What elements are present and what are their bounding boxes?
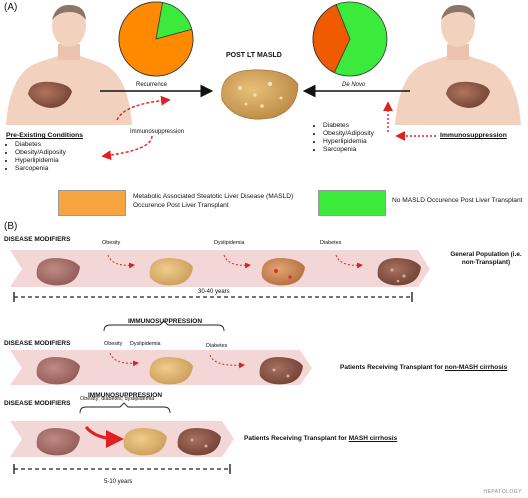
liver-normal-icon [36,357,80,385]
liver-cirrhotic-icon [377,258,421,286]
row3-disease-modifiers-title: DISEASE MODIFIERS [4,400,71,407]
modifier-diabetes: Diabetes [320,240,342,246]
condition-item: Diabetes [15,141,83,149]
immunosuppression-right-label: Immunosuppression [440,132,507,139]
row3-duration-label: 5-10 years [104,479,133,485]
liver-fatty-icon [149,357,193,385]
condition-item: Obesity/Adiposity [15,149,83,157]
legend-swatch-masld [58,190,126,216]
row1-right-label: General Population (i.e. non-Transplant) [444,251,528,267]
row3-right-label-emph: MASH cirrhosis [348,435,398,442]
condition-item: Sarcopenia [15,165,83,173]
liver-right-icon [446,81,490,108]
immuno-arrow-left-down [101,135,153,160]
panel-b-label: (B) [4,221,18,232]
row3-right-label-prefix: Patients Receiving Transplant for [244,435,349,442]
panel-a-label: (A) [4,2,18,13]
modifier-obesity: Obesity [102,240,121,246]
journal-watermark: HEPATOLOGY [483,489,522,495]
row2-right-label: Patients Receiving Transplant for non-MA… [340,364,507,371]
conditions-block-right: Diabetes Obesity/Adiposity Hyperlipidemi… [314,122,374,154]
modifier-obesity: Obesity [104,341,123,347]
liver-center-icon [221,69,299,120]
progression-arrow [109,352,139,367]
progression-arrow-accelerated [84,425,124,448]
condition-item: Hyperlipidemia [15,157,83,165]
liver-normal-icon [36,258,80,286]
panel-b-graphics [10,250,430,474]
pre-existing-conditions-title: Pre-Existing Conditions [6,132,84,139]
legend-swatch-no-masld [318,190,386,216]
person-right-figure [395,4,521,125]
pie-chart-de-novo [312,1,388,77]
liver-normal-icon [36,428,80,456]
modifier-combined: Obesity; diabetes; dyslipidemia [80,396,155,402]
row2-disease-modifiers-title: DISEASE MODIFIERS [4,340,71,347]
row1-right-label-text: General Population (i.e. non-Transplant) [450,251,522,266]
immunosuppression-left-label: Immunosuppression [130,129,185,135]
liver-cirrhotic-icon [259,357,303,385]
row1-duration-label: 30-40 years [198,289,230,295]
modifier-dyslipidemia: Dyslipidemia [130,341,161,347]
liver-fatty-icon [123,428,167,456]
row2-immunosuppression-label: IMMUNOSUPPRESSION [128,318,203,325]
condition-item: Hyperlipidemia [323,138,374,146]
modifier-dyslipidemia: Dyslipidemia [214,240,245,246]
timeline-band-row1 [10,250,430,287]
immunosuppression-bracket-row3 [79,402,171,414]
row1-disease-modifiers-title: DISEASE MODIFIERS [4,236,71,243]
duration-marker-row3 [13,464,231,474]
row3-immunosuppression-label: IMMUNOSUPPRESSION [88,392,163,399]
condition-item: Obesity/Adiposity [323,130,374,138]
row2-right-label-prefix: Patients Receiving Transplant for [340,364,445,371]
duration-marker-row1 [13,292,413,302]
progression-arrow [107,254,135,269]
legend-text-masld: Metabolic Associated Steatotic Liver Dis… [133,193,294,209]
progression-arrow [209,354,245,369]
liver-inflamed-icon [261,258,305,286]
de-novo-label: De Novo [342,82,366,88]
legend-text-no-masld: No MASLD Occurence Post Liver Transplant [392,197,523,204]
recurrence-label: Recurrence [136,82,168,88]
immuno-arrow-left-up [116,95,171,121]
pie-chart-recurrence [118,1,194,77]
condition-item: Sarcopenia [323,146,374,154]
row2-right-label-emph: non-MASH cirrhosis [444,364,508,371]
liver-fatty-icon [149,258,193,286]
liver-cirrhotic-icon [177,428,221,456]
immunosuppression-bracket-row2 [103,320,225,332]
center-title: POST LT MASLD [226,52,282,59]
progression-arrow [223,254,251,269]
condition-item: Diabetes [323,122,374,130]
person-left-figure [6,4,132,125]
pre-existing-conditions-block: Pre-Existing Conditions Diabetes Obesity… [6,132,83,173]
modifier-diabetes: Diabetes [206,343,228,349]
panel-a-graphics [6,1,521,160]
conditions-list-right: Diabetes Obesity/Adiposity Hyperlipidemi… [314,122,374,154]
conditions-list-left: Diabetes Obesity/Adiposity Hyperlipidemi… [6,141,83,173]
progression-arrow [335,254,363,269]
row3-right-label: Patients Receiving Transplant for MASH c… [244,435,397,442]
liver-left-icon [28,81,72,108]
